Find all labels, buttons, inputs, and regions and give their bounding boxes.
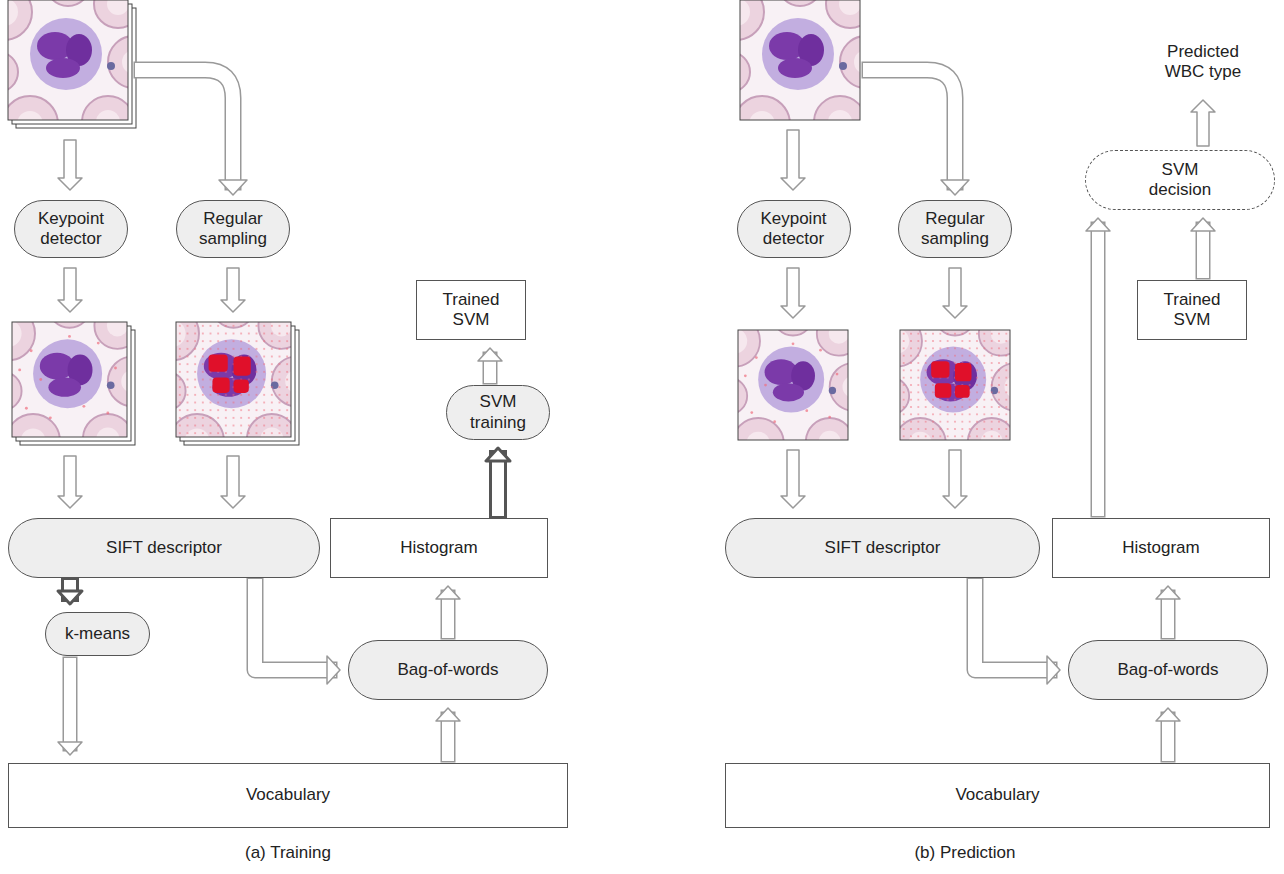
flow-arrow xyxy=(1156,708,1180,755)
process-pill: Keypoint detector xyxy=(14,200,128,258)
process-pill: SVM training xyxy=(446,385,550,440)
process-pill: Keypoint detector xyxy=(737,200,851,258)
node-label: Histogram xyxy=(1122,538,1199,558)
data-box: Trained SVM xyxy=(416,280,526,340)
node-label: Vocabulary xyxy=(246,785,330,805)
node-label: SIFT descriptor xyxy=(825,538,941,558)
flow-arrow xyxy=(436,708,460,755)
bold-flow-arrow xyxy=(486,448,510,510)
data-box: Trained SVM xyxy=(1137,280,1247,340)
node-label: k-means xyxy=(65,624,130,644)
image-stack xyxy=(145,286,321,468)
flow-arrow xyxy=(58,664,82,755)
process-pill: Regular sampling xyxy=(176,200,290,258)
flow-arrow xyxy=(1086,218,1110,510)
node-label: Bag-of-words xyxy=(1117,660,1218,680)
node-label: Keypoint detector xyxy=(26,209,116,250)
process-pill: SIFT descriptor xyxy=(8,518,320,578)
flow-arrow xyxy=(975,586,1060,684)
curved-arrow xyxy=(142,70,247,195)
process-pill: Bag-of-words xyxy=(1068,640,1268,700)
decision-pill: SVM decision xyxy=(1085,150,1275,210)
node-label: Keypoint detector xyxy=(749,209,839,250)
curved-arrow xyxy=(870,70,969,195)
node-label: Trained SVM xyxy=(431,290,511,331)
image xyxy=(709,295,878,469)
flow-arrow xyxy=(478,348,502,377)
subfigure-caption: (b) Prediction xyxy=(865,843,1065,863)
data-box: Histogram xyxy=(330,518,548,578)
node-label: Regular sampling xyxy=(910,209,1000,250)
image-stack xyxy=(0,286,158,468)
flow-arrow xyxy=(255,586,340,684)
node-label: Histogram xyxy=(400,538,477,558)
subfigure-caption: (a) Training xyxy=(188,843,388,863)
node-label: Trained SVM xyxy=(1152,290,1232,331)
node-label: SVM training xyxy=(458,392,538,433)
flow-arrow xyxy=(1191,218,1215,272)
process-pill: Bag-of-words xyxy=(348,640,548,700)
node-label: Vocabulary xyxy=(955,785,1039,805)
flow-arrow xyxy=(1156,586,1180,632)
node-label: Regular sampling xyxy=(188,209,278,250)
output-label: Predicted WBC type xyxy=(1153,42,1253,83)
node-label: SIFT descriptor xyxy=(106,538,222,558)
data-box: Vocabulary xyxy=(725,763,1270,828)
node-label: SVM decision xyxy=(1135,160,1225,201)
process-pill: SIFT descriptor xyxy=(725,518,1040,578)
flow-arrow xyxy=(436,586,460,632)
process-pill: k-means xyxy=(45,612,150,656)
data-box: Histogram xyxy=(1052,518,1270,578)
node-label: Bag-of-words xyxy=(397,660,498,680)
data-box: Vocabulary xyxy=(8,763,568,828)
bold-flow-arrow xyxy=(58,586,82,604)
process-pill: Regular sampling xyxy=(898,200,1012,258)
image xyxy=(871,295,1040,469)
